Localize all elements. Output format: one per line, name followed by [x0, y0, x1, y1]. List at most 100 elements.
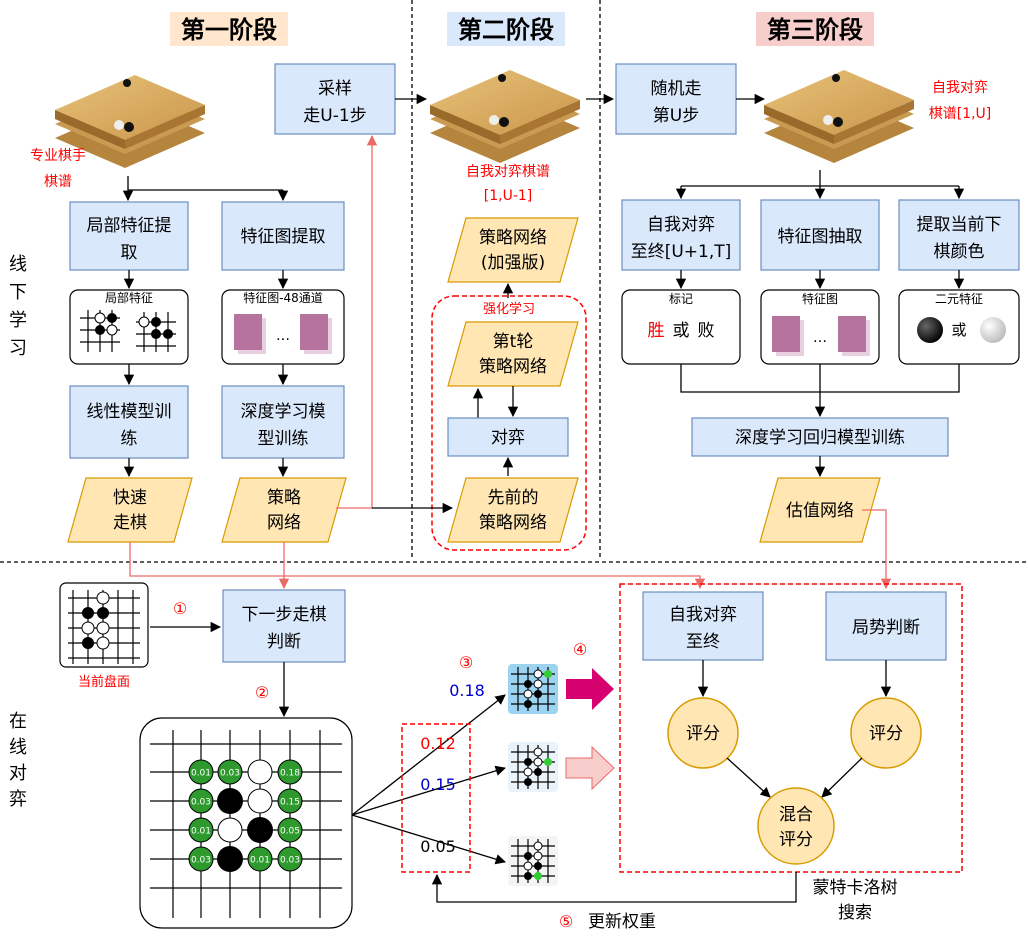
- svg-text:特征图-48通道: 特征图-48通道: [243, 290, 323, 305]
- svg-text:特征图: 特征图: [802, 291, 838, 306]
- color-extract-box: 提取当前下 棋颜色: [898, 199, 1020, 271]
- phase-title-2: 第二阶段: [447, 12, 565, 46]
- svg-text:网络: 网络: [267, 513, 301, 533]
- svg-text:策略: 策略: [267, 488, 301, 508]
- svg-text:走U-1步: 走U-1步: [303, 106, 366, 126]
- svg-text:第t轮: 第t轮: [493, 332, 534, 352]
- svg-text:特征图提取: 特征图提取: [241, 227, 326, 247]
- svg-text:至终: 至终: [686, 632, 720, 652]
- svg-text:特征图抽取: 特征图抽取: [778, 227, 863, 247]
- go-board-stack-icon: [55, 75, 205, 168]
- selfplay-u-label: 自我对弈: [932, 80, 988, 96]
- svg-text:0.01: 0.01: [191, 827, 211, 837]
- enhanced-policy-parallelogram: 策略网络 (加强版): [447, 217, 579, 283]
- svg-text:策略网络: 策略网络: [479, 513, 547, 533]
- svg-text:0.15: 0.15: [280, 798, 300, 808]
- current-board-label: 当前盘面: [78, 674, 130, 690]
- prob-stone: 0.01: [247, 846, 273, 872]
- prob-stone: 0.18: [277, 759, 303, 785]
- svg-text:练: 练: [121, 429, 138, 449]
- score-circle-1: 评分: [667, 697, 739, 769]
- candidate-selection-region: [401, 723, 471, 873]
- svg-text:评分: 评分: [779, 830, 813, 850]
- svg-text:棋颜色: 棋颜色: [934, 242, 985, 262]
- probability-board-panel: 0.01 0.03 0.18 0.03 0.15 0.01 0.05 0.03 0.01 0.03: [139, 717, 353, 929]
- svg-text:0.01: 0.01: [250, 856, 270, 866]
- svg-text:0.03: 0.03: [191, 856, 211, 866]
- prob-stone: 0.01: [188, 817, 214, 843]
- svg-text:策略网络: 策略网络: [479, 357, 547, 377]
- pro-games-label: 棋谱: [44, 174, 72, 190]
- side-label-online: 在 线 对 弈: [9, 711, 27, 810]
- feature-map-extract-box: 特征图提取: [221, 201, 345, 271]
- svg-text:对弈: 对弈: [491, 428, 525, 448]
- svg-text:第一阶段: 第一阶段: [181, 16, 277, 44]
- side-label-offline: 线 下 学 习: [9, 254, 27, 359]
- svg-text:或: 或: [951, 321, 966, 339]
- svg-text:习: 习: [9, 338, 27, 359]
- svg-text:(加强版): (加强版): [481, 253, 545, 273]
- rollout-to-end-box: 自我对弈 至终: [642, 591, 764, 661]
- svg-text:下: 下: [9, 282, 27, 303]
- svg-text:0.01: 0.01: [191, 769, 211, 779]
- svg-text:随机走: 随机走: [651, 79, 702, 99]
- step-3-marker: ③: [459, 653, 473, 672]
- step-4-marker: ④: [573, 640, 587, 659]
- svg-text:败: 败: [698, 321, 715, 341]
- svg-text:0.03: 0.03: [191, 798, 211, 808]
- candidate-arrow-icon: [565, 745, 615, 791]
- rl-label: 强化学习: [483, 301, 535, 317]
- svg-text:提取当前下: 提取当前下: [917, 215, 1002, 235]
- local-feature-extract-box: 局部特征提 取: [69, 201, 189, 271]
- svg-text:局势判断: 局势判断: [852, 618, 920, 638]
- prob-label: 0.05: [420, 837, 456, 856]
- svg-text:自我对弈: 自我对弈: [647, 215, 715, 235]
- svg-text:快速: 快速: [113, 488, 147, 508]
- prob-label: 0.18: [449, 681, 485, 700]
- deep-learning-train-box: 深度学习模 型训练: [221, 385, 345, 459]
- prob-stone: 0.03: [217, 759, 243, 785]
- binary-feature-panel: 二元特征 或: [898, 289, 1020, 365]
- prob-stone: 0.15: [277, 788, 303, 814]
- policy-network-parallelogram: 策略 网络: [221, 477, 347, 543]
- previous-policy-parallelogram: 先前的 策略网络: [447, 477, 579, 543]
- feature-map-extract-box-3: 特征图抽取: [760, 199, 880, 271]
- reinforcement-learning-region: [431, 295, 587, 551]
- svg-text:采样: 采样: [318, 79, 352, 99]
- pro-games-label: 专业棋手: [30, 148, 86, 164]
- candidate-board-3: [508, 836, 558, 886]
- selfplay-to-end-box: 自我对弈 至终[U+1,T]: [621, 199, 741, 271]
- svg-text:策略网络: 策略网络: [479, 228, 547, 248]
- white-stone-icon: [980, 317, 1006, 343]
- svg-text:对: 对: [9, 763, 27, 784]
- mcts-label: 搜索: [838, 903, 872, 923]
- current-board-panel: [59, 582, 149, 668]
- value-network-parallelogram: 估值网络: [759, 477, 881, 543]
- svg-text:至终[U+1,T]: 至终[U+1,T]: [631, 242, 732, 262]
- prob-stone: 0.03: [188, 788, 214, 814]
- prob-label: 0.15: [420, 775, 456, 794]
- dl-regression-train-box: 深度学习回归模型训练: [691, 417, 949, 457]
- step-2-marker: ②: [255, 683, 269, 702]
- linear-model-train-box: 线性模型训 练: [69, 385, 189, 459]
- svg-text:或: 或: [673, 321, 690, 341]
- svg-text:评分: 评分: [869, 724, 903, 744]
- go-board-stack-icon: [764, 70, 914, 163]
- svg-text:0.05: 0.05: [280, 827, 300, 837]
- phase-title-1: 第一阶段: [170, 12, 288, 46]
- mcts-region: [619, 583, 963, 873]
- phase-title-3: 第三阶段: [756, 12, 874, 46]
- selected-arrow-icon: [566, 668, 614, 710]
- svg-text:…: …: [813, 330, 827, 346]
- fast-rollout-parallelogram: 快速 走棋: [67, 477, 193, 543]
- svg-text:在: 在: [9, 711, 27, 732]
- selfplay-games-label: 自我对弈棋谱: [466, 164, 550, 180]
- situation-judgement-box: 局势判断: [825, 591, 947, 661]
- svg-text:第三阶段: 第三阶段: [767, 16, 863, 44]
- svg-text:局部特征: 局部特征: [105, 290, 153, 305]
- svg-text:自我对弈: 自我对弈: [669, 605, 737, 625]
- prob-stone: 0.03: [277, 846, 303, 872]
- svg-text:弈: 弈: [9, 789, 27, 810]
